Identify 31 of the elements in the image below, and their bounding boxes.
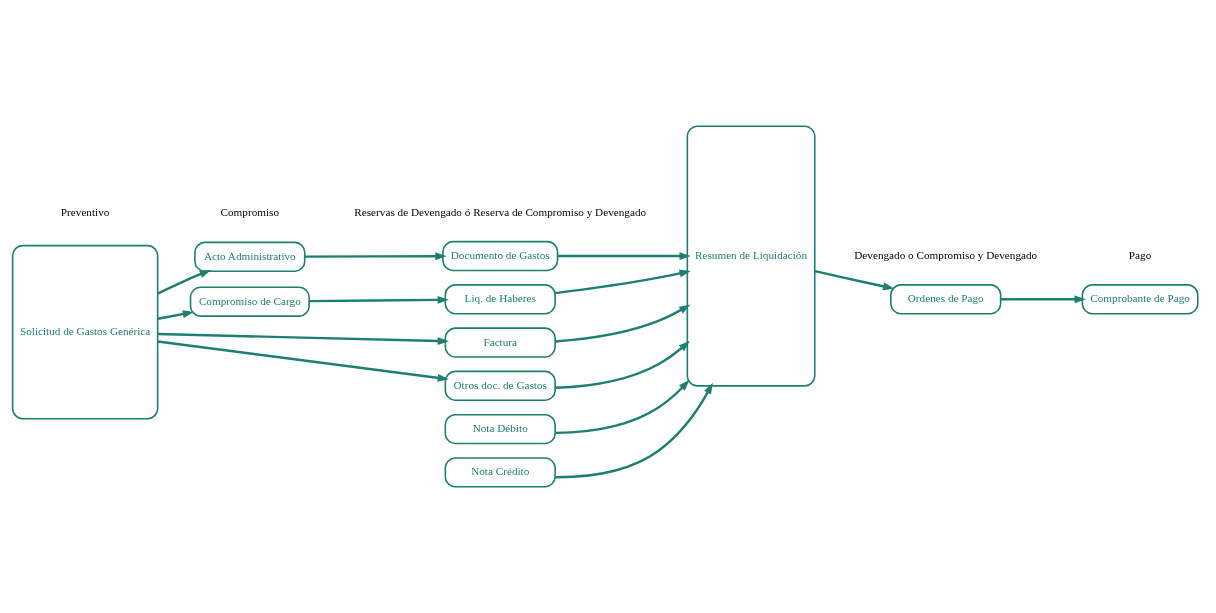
arrow [814, 269, 895, 291]
arrow [555, 304, 691, 343]
arrow [555, 340, 690, 389]
arrow [557, 252, 691, 260]
node-box: Factura [444, 327, 556, 358]
node-box: Acto Administrativo [194, 241, 306, 273]
arrow [555, 269, 691, 295]
node-box: Liq. de Haberes [444, 284, 556, 315]
arrow [555, 382, 713, 479]
node-box: Comprobante de Pago [1081, 284, 1199, 315]
label: Devengado o Compromiso y Devengado [854, 248, 1038, 261]
label: Reservas de Devengado ó Reserva de Compromiso y Devengado [354, 205, 647, 218]
label: Preventivo [60, 205, 110, 218]
node-box: Solicitud de Gastos Genérica [11, 244, 159, 420]
node-box: Ordenes de Pago [890, 284, 1002, 315]
arrow [555, 379, 690, 435]
arrow [309, 295, 449, 304]
arrow [157, 332, 449, 345]
arrow [157, 270, 212, 295]
label: Compromiso [220, 205, 280, 218]
node-box: Compromiso de Cargo [189, 286, 310, 317]
arrow [157, 310, 194, 320]
node-box: Resumen de Liquidación [686, 125, 816, 387]
node-box: Nota Crédito [444, 457, 556, 488]
node-box: Documento de Gastos [442, 240, 559, 272]
node-box: Otros doc. de Gastos [444, 370, 556, 402]
arrow [157, 340, 449, 382]
arrow [304, 252, 447, 261]
label: Pago [1128, 248, 1152, 261]
node-box: Nota Débito [444, 413, 556, 445]
arrow [1000, 295, 1086, 304]
